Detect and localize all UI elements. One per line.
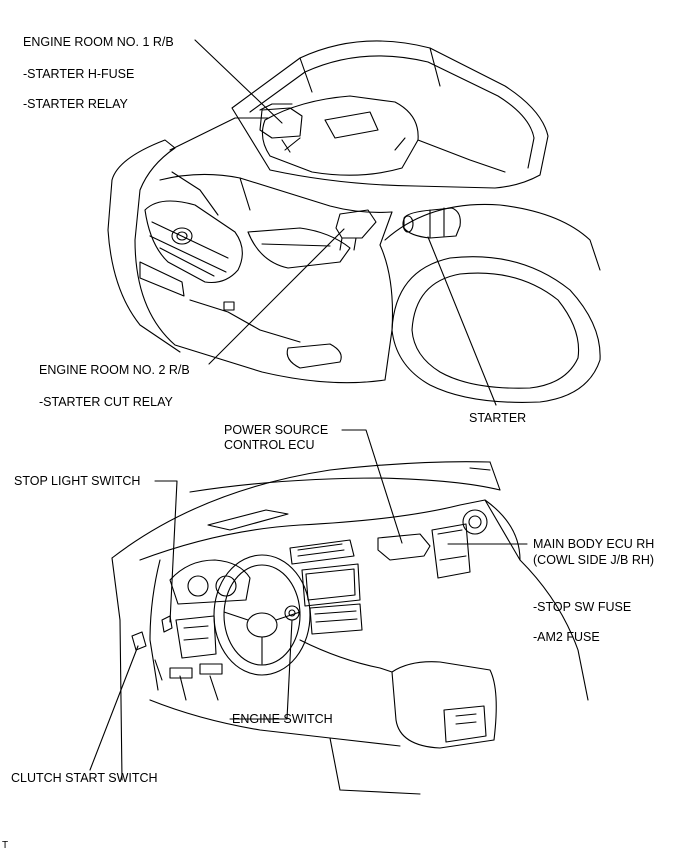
clutch-start-switch-body [131, 631, 147, 651]
leader-starter [427, 236, 497, 406]
vehicle-front-illustration [107, 40, 601, 403]
center-console [391, 661, 497, 749]
front-wheel [391, 256, 601, 403]
label-starter: STARTER [469, 411, 527, 425]
right-speaker [462, 509, 488, 535]
center-vents [289, 539, 355, 565]
leader-lines [89, 39, 528, 771]
label-stop-light-switch: STOP LIGHT SWITCH [14, 474, 141, 488]
engine-room-no2-relay-box [335, 209, 377, 239]
engine-cover [261, 95, 419, 176]
emblem [171, 227, 193, 245]
label-am2-fuse: -AM2 FUSE [533, 630, 600, 644]
headlamp [247, 227, 351, 269]
label-power-source-control-ecu-line2: CONTROL ECU [224, 438, 315, 452]
corner-mark: T [2, 840, 9, 851]
body-outline [111, 139, 394, 384]
dashboard [139, 499, 521, 561]
label-engine-room-no2-rb: ENGINE ROOM NO. 2 R/B [39, 363, 190, 377]
fog-lamp [286, 343, 342, 369]
front-grille [144, 200, 243, 284]
stop-light-switch-body [161, 615, 173, 633]
main-body-ecu-box [431, 523, 471, 579]
leader-engine-switch [229, 619, 293, 720]
leader-engine-room-no1 [194, 39, 283, 124]
label-starter-h-fuse: -STARTER H-FUSE [23, 67, 135, 81]
interior-illustration [111, 461, 589, 795]
leader-clutch-start-switch [89, 645, 139, 771]
label-engine-switch: ENGINE SWITCH [232, 712, 333, 726]
label-engine-room-no1-rb: ENGINE ROOM NO. 1 R/B [23, 35, 174, 49]
pedals [154, 659, 219, 701]
center-display [301, 563, 361, 607]
label-stop-sw-fuse: -STOP SW FUSE [533, 600, 632, 614]
label-clutch-start-switch: CLUTCH START SWITCH [11, 771, 158, 785]
fender [384, 203, 601, 271]
leader-stop-light-switch [154, 480, 178, 623]
label-power-source-control-ecu-line1: POWER SOURCE [224, 423, 329, 437]
engine-room-no1-relay-box [259, 107, 303, 139]
instrument-cluster [169, 559, 251, 605]
power-source-ecu [377, 533, 431, 561]
starter-motor [403, 207, 461, 239]
label-starter-cut-relay: -STARTER CUT RELAY [39, 395, 173, 409]
leader-power-source-ecu [341, 429, 403, 544]
label-starter-relay: -STARTER RELAY [23, 97, 128, 111]
label-main-body-ecu-rh-line1: MAIN BODY ECU RH [533, 537, 655, 551]
leader-engine-room-no2 [208, 228, 345, 365]
open-hood [231, 40, 549, 189]
label-main-body-ecu-rh-line2: (COWL SIDE J/B RH) [533, 553, 655, 567]
